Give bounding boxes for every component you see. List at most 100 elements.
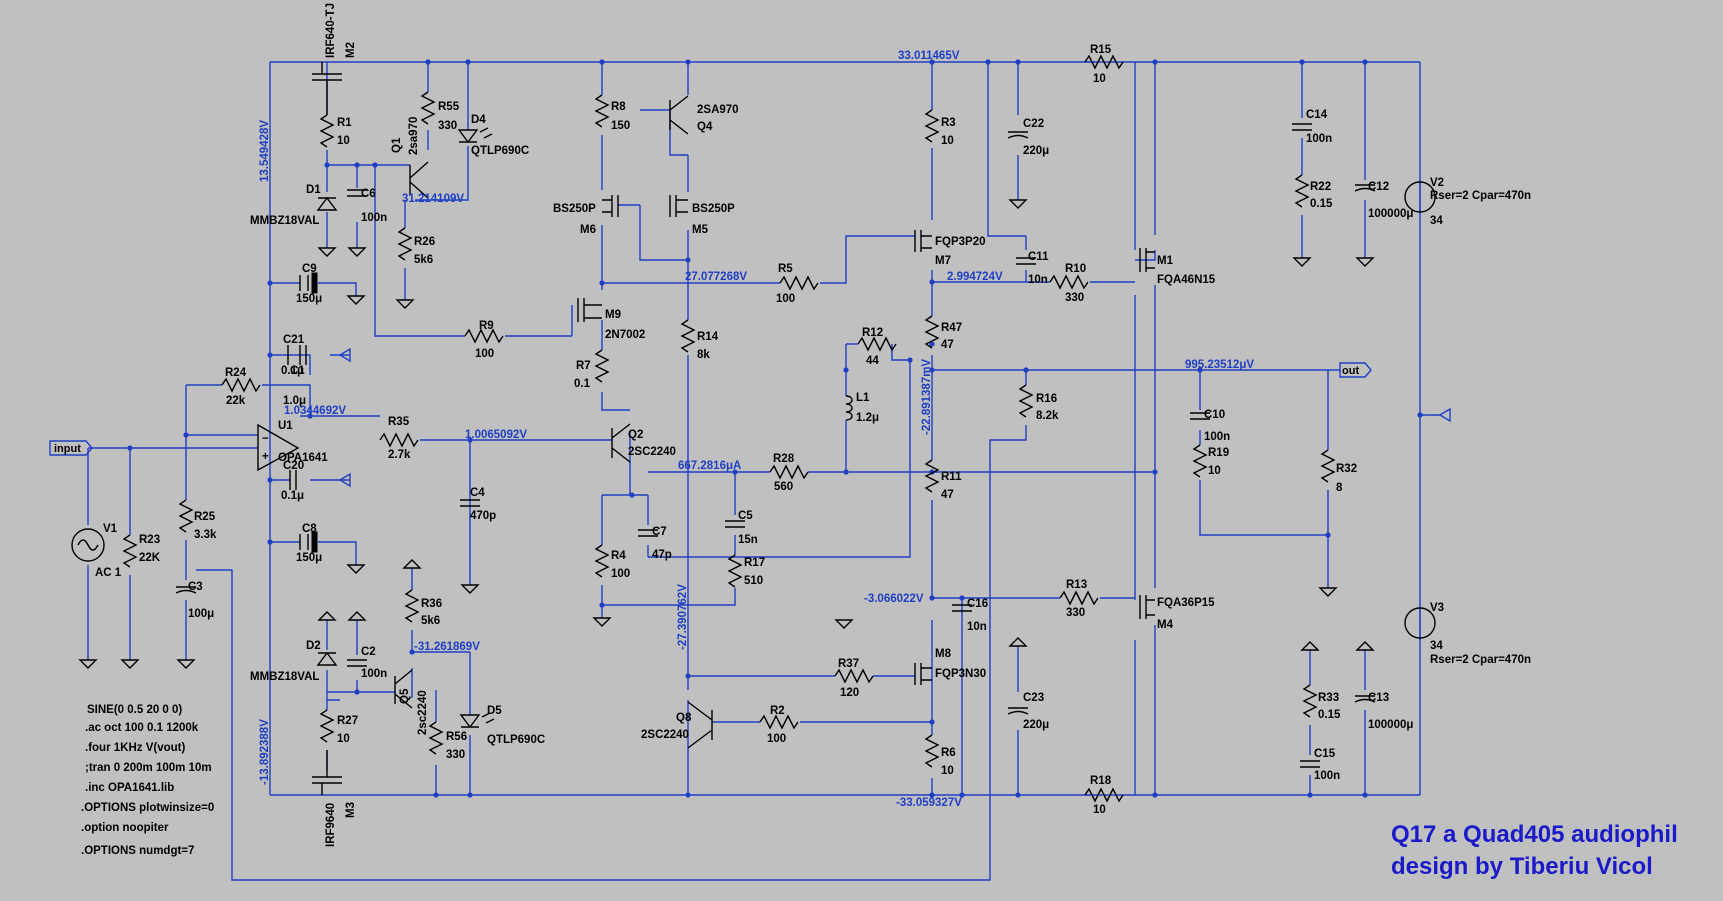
voltage-label: -33.059327V bbox=[896, 797, 962, 809]
directive-line: SINE(0 0.5 20 0 0) bbox=[87, 704, 182, 716]
part-value: 2sc2240 bbox=[417, 690, 429, 735]
part-value: 120 bbox=[840, 687, 859, 699]
part-value: 100000μ bbox=[1368, 208, 1413, 220]
part-ref: C20 bbox=[283, 460, 304, 472]
capacitor-C7 bbox=[638, 529, 658, 537]
mosfet-M6 bbox=[602, 195, 619, 217]
net-flag-input[interactable]: input bbox=[49, 440, 93, 456]
part-value: 100 bbox=[767, 733, 786, 745]
part-value: FQP3N30 bbox=[935, 668, 986, 680]
part-value: 10 bbox=[337, 733, 350, 745]
part-value: MMBZ18VAL bbox=[250, 671, 319, 683]
part-value: 10n bbox=[1028, 274, 1048, 286]
voltage-label: -31.261869V bbox=[414, 641, 480, 653]
part-ref: C1 bbox=[290, 365, 305, 377]
resistor-R6 bbox=[924, 734, 940, 768]
part-ref: R1 bbox=[337, 117, 352, 129]
directive-line: .ac oct 100 0.1 1200k bbox=[85, 722, 199, 734]
directive-line: .OPTIONS numdgt=7 bbox=[81, 845, 194, 857]
inductor-L1 bbox=[845, 395, 853, 421]
part-ref: R26 bbox=[414, 236, 435, 248]
part-value: 10 bbox=[1208, 465, 1221, 477]
part-value: 5k6 bbox=[421, 615, 440, 627]
resistor-R26 bbox=[397, 227, 413, 261]
mosfet-M4 bbox=[1139, 595, 1155, 619]
part-ref: C2 bbox=[361, 646, 376, 658]
resistor-R47 bbox=[924, 315, 940, 349]
mosfet-M9 bbox=[577, 298, 602, 322]
part-ref: V2 bbox=[1430, 177, 1444, 189]
part-value: QTLP690C bbox=[471, 145, 529, 157]
part-value: 1.2μ bbox=[856, 412, 879, 424]
part-ref: M3 bbox=[345, 802, 357, 818]
part-ref: C13 bbox=[1368, 692, 1389, 704]
source-V2 bbox=[1404, 181, 1436, 213]
resistor-R7 bbox=[594, 349, 610, 383]
voltage-label: 27.077268V bbox=[685, 271, 747, 283]
resistor-R11 bbox=[924, 459, 940, 493]
voltage-label: -27.390762V bbox=[677, 584, 689, 650]
voltage-label: 1.0344692V bbox=[284, 405, 346, 417]
capacitor-C9 bbox=[299, 275, 309, 291]
capacitor-C10 bbox=[1190, 412, 1210, 420]
part-ref: R11 bbox=[941, 471, 962, 483]
resistor-R35 bbox=[379, 432, 419, 448]
resistor-R3 bbox=[924, 109, 940, 143]
resistor-R16 bbox=[1018, 384, 1034, 418]
part-value: 100n bbox=[1314, 770, 1340, 782]
part-extra: Rser=2 Cpar=470n bbox=[1430, 654, 1531, 666]
capacitor-C9-plate bbox=[311, 272, 318, 294]
part-ref: C10 bbox=[1204, 409, 1225, 421]
net-label-out: out bbox=[1342, 365, 1359, 377]
part-ref: C23 bbox=[1023, 692, 1044, 704]
part-value: 100 bbox=[611, 568, 630, 580]
part-value: 8.2k bbox=[1036, 410, 1059, 422]
part-value: 8k bbox=[697, 349, 710, 361]
part-value: 100n bbox=[361, 668, 387, 680]
part-value: 8 bbox=[1336, 482, 1343, 494]
part-value: AC 1 bbox=[95, 567, 122, 579]
resistor-R15 bbox=[1084, 54, 1124, 70]
part-value: 47 bbox=[941, 489, 954, 501]
part-value: 2SA970 bbox=[697, 104, 739, 116]
part-value: 150μ bbox=[296, 293, 322, 305]
part-ref: R14 bbox=[697, 331, 719, 343]
capacitor-C16 bbox=[952, 604, 972, 612]
zener-D2 bbox=[316, 651, 338, 666]
voltage-label: -3.066022V bbox=[864, 593, 924, 605]
part-value: 10 bbox=[1093, 804, 1106, 816]
part-ref: R23 bbox=[139, 534, 160, 546]
resistor-R27 bbox=[319, 709, 335, 743]
part-value: 10 bbox=[337, 135, 350, 147]
resistor-R2 bbox=[759, 714, 799, 730]
part-value: 1.0μ bbox=[283, 395, 306, 407]
resistor-R17 bbox=[727, 554, 743, 588]
resistor-R4 bbox=[594, 544, 610, 578]
net-flag-out[interactable]: out bbox=[1339, 362, 1372, 378]
part-value: 100n bbox=[1306, 133, 1332, 145]
source-V1 bbox=[71, 528, 105, 562]
part-ref: L1 bbox=[856, 392, 870, 404]
part-ref: C12 bbox=[1368, 181, 1389, 193]
part-ref: R47 bbox=[941, 322, 962, 334]
bjt-Q1 bbox=[409, 161, 429, 199]
net-label-input: input bbox=[54, 443, 81, 455]
part-ref: V1 bbox=[103, 523, 118, 535]
part-value: 10 bbox=[1093, 73, 1106, 85]
part-value: 3.3k bbox=[194, 529, 217, 541]
voltage-label: -13.892388V bbox=[259, 719, 271, 785]
part-ref: R18 bbox=[1090, 775, 1112, 787]
spice-directives[interactable]: SINE(0 0.5 20 0 0) .ac oct 100 0.1 1200k… bbox=[81, 704, 214, 857]
part-value: 150μ bbox=[296, 552, 322, 564]
directive-line: ;tran 0 200m 100m 10m bbox=[85, 762, 212, 774]
capacitor-C3 bbox=[175, 586, 197, 594]
part-ref: C21 bbox=[283, 334, 305, 346]
resistor-R14 bbox=[680, 319, 696, 353]
part-value: 150 bbox=[611, 120, 630, 132]
resistor-R36 bbox=[404, 589, 420, 623]
led-D4 bbox=[457, 127, 493, 144]
wires bbox=[87, 61, 1440, 881]
directive-line: .OPTIONS plotwinsize=0 bbox=[81, 802, 214, 814]
capacitor-C14 bbox=[1292, 123, 1312, 131]
